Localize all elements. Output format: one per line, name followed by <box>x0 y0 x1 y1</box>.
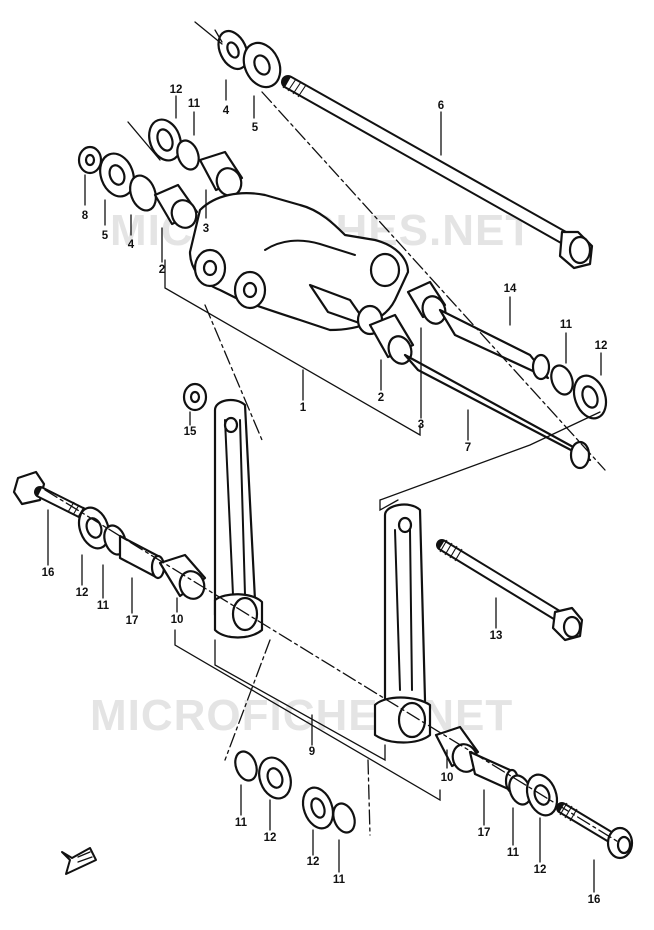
callout-10: 10 <box>441 772 454 784</box>
part-5-washer-left <box>99 152 135 198</box>
callout-16: 16 <box>588 894 601 906</box>
callout-17: 17 <box>126 615 139 627</box>
callout-11: 11 <box>333 874 346 886</box>
part-17-collar-left <box>118 534 166 580</box>
callout-leaders <box>47 79 602 893</box>
callout-10: 10 <box>171 614 184 626</box>
part-14-collar <box>438 308 551 381</box>
callout-labels: 6 4 5 12 11 8 5 4 3 2 14 11 12 1 2 3 7 1… <box>42 84 608 906</box>
part-7-shaft <box>403 353 592 470</box>
callout-2: 2 <box>159 264 165 276</box>
callout-11: 11 <box>188 98 201 110</box>
callout-11: 11 <box>560 319 573 331</box>
callout-12: 12 <box>264 832 277 844</box>
part-4-washer-left <box>129 174 157 212</box>
callout-12: 12 <box>170 84 183 96</box>
part-12-seal-top <box>148 118 182 162</box>
callout-12: 12 <box>534 864 547 876</box>
callout-9: 9 <box>309 746 315 758</box>
callout-8: 8 <box>82 210 89 222</box>
callout-7: 7 <box>465 442 471 454</box>
part-16-bolt-left <box>12 470 90 520</box>
part-1-cushion-lever <box>188 192 410 336</box>
part-12-seal-bottom-a <box>258 756 292 800</box>
part-11-ring-bottom-b <box>332 802 356 834</box>
part-6-long-bolt <box>281 75 594 270</box>
part-9-cushion-rod-right <box>373 503 432 744</box>
part-3-bearing-top <box>198 150 244 197</box>
part-11-ring-right <box>550 364 574 396</box>
callout-11: 11 <box>507 847 520 859</box>
callout-12: 12 <box>76 587 89 599</box>
watermark-bottom: MICROFICHES.NET <box>90 691 513 740</box>
part-11-ring-bottom-a <box>234 750 258 782</box>
part-10-bearing-left <box>158 553 207 600</box>
part-13-bolt <box>436 539 584 642</box>
part-12-seal-bottom-b <box>301 786 335 830</box>
callout-14: 14 <box>504 283 517 295</box>
callout-17: 17 <box>478 827 491 839</box>
callout-15: 15 <box>184 426 197 438</box>
callout-5: 5 <box>102 230 109 242</box>
part-15-nut <box>182 382 208 412</box>
part-2-bearing-top <box>153 183 199 229</box>
part-4-washer-top <box>217 29 249 71</box>
callout-11: 11 <box>97 600 110 612</box>
callout-2: 2 <box>378 392 384 404</box>
callout-1: 1 <box>300 402 307 414</box>
callout-4: 4 <box>223 105 230 117</box>
callout-3: 3 <box>203 223 209 235</box>
part-9-cushion-rod-left <box>213 398 264 639</box>
part-8-nut <box>77 145 103 175</box>
callout-6: 6 <box>438 100 444 112</box>
callout-3: 3 <box>418 419 424 431</box>
callout-11: 11 <box>235 817 248 829</box>
part-16-bolt-right <box>556 802 634 860</box>
part-12-seal-right <box>572 374 608 420</box>
forward-arrow-icon <box>61 847 97 875</box>
callout-13: 13 <box>490 630 503 642</box>
callout-16: 16 <box>42 567 55 579</box>
part-5-washer-top <box>242 41 282 89</box>
part-3-bearing-right <box>406 280 447 325</box>
callout-5: 5 <box>252 122 259 134</box>
callout-12: 12 <box>307 856 320 868</box>
callout-12: 12 <box>595 340 608 352</box>
part-11-ring-top <box>176 139 200 171</box>
callout-4: 4 <box>128 239 135 251</box>
